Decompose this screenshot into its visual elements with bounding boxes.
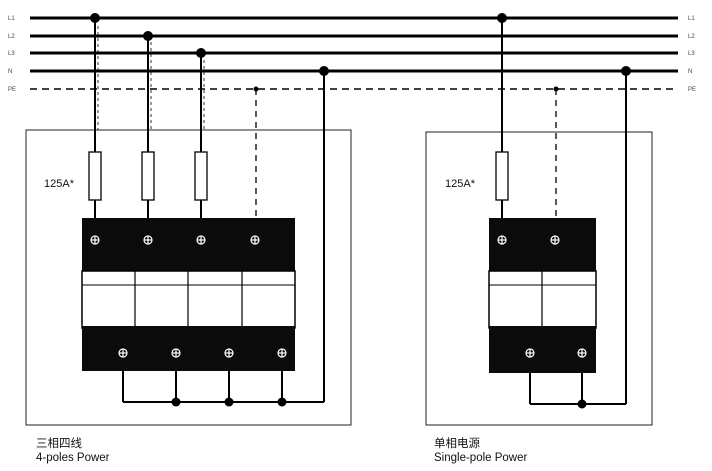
drop-wires-1pole [501,18,627,404]
terminal-screw-bottom-2 [171,348,181,358]
bus-label-left-l3: L3 [8,51,15,57]
caption-cn-4pole: 三相四线 [36,436,82,450]
fuse-l1-right [495,151,509,201]
fuse-l2 [141,151,155,201]
bus-label-left-l2: L2 [8,34,15,40]
fuse-l1 [88,151,102,201]
terminal-screw-bottom-1 [118,348,128,358]
terminal-screw-top-4 [250,235,260,245]
junction-dot-l2 [143,31,153,41]
terminal-screw-top-right-2 [550,235,560,245]
terminals-4pole [90,235,287,358]
bus-label-right-l1: L1 [688,16,695,22]
terminal-screw-bottom-3 [224,348,234,358]
junction-dot-l1 [90,13,100,23]
fuse-l3 [194,151,208,201]
bus-label-right-l3: L3 [688,51,695,57]
terminal-screw-bottom-right-1 [525,348,535,358]
bus-label-right-n: N [688,69,692,75]
terminal-screw-top-2 [143,235,153,245]
junction-dots-1pole [497,13,631,92]
bus-label-right-l2: L2 [688,34,695,40]
ground-wires-1pole [529,373,626,405]
caption-en-1pole: Single-pole Power [434,452,528,464]
panel-frame-4pole [25,129,352,426]
junction-dot-n [319,66,329,76]
bus-label-left-pe: PE [8,87,16,93]
junction-dots-4pole [90,13,329,92]
module-bottom-1pole [489,326,596,373]
junction-dot-pe-right [553,86,559,92]
caption-en-4pole: 4-poles Power [36,452,110,464]
panel-frame-1pole [425,131,653,426]
terminal-screw-bottom-right-2 [577,348,587,358]
module-bottom-4pole [82,326,295,371]
spd-module-4pole [81,218,296,371]
bus-lines [30,16,678,90]
spd-module-1pole [488,218,597,373]
fuses-4pole [88,151,208,201]
bus-label-left-l1: L1 [8,16,15,22]
terminal-screw-top-1 [90,235,100,245]
terminals-1pole [497,235,587,358]
bus-label-left-n: N [8,69,12,75]
fuse-rating-1pole: 125A* [445,178,476,190]
terminal-screw-bottom-4 [277,348,287,358]
junction-dot-pe [253,86,259,92]
module-top-4pole [82,218,295,271]
module-top-1pole [489,218,596,271]
terminal-screw-top-3 [196,235,206,245]
ground-wires-4pole [122,371,324,403]
terminal-screw-top-right-1 [497,235,507,245]
ground-junction-1pole [577,399,587,409]
junction-dot-n-right [621,66,631,76]
fuse-rating-4pole: 125A* [44,178,75,190]
ground-junctions-4pole [171,397,287,407]
junction-dot-l1-right [497,13,507,23]
caption-cn-1pole: 单相电源 [434,436,480,450]
junction-dot-l3 [196,48,206,58]
bus-label-right-pe: PE [688,87,696,93]
